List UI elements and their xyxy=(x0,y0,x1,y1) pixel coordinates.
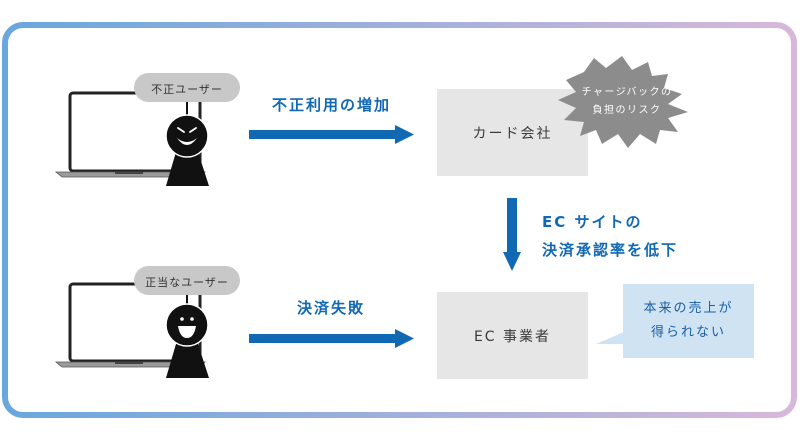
chargeback-burst-shape xyxy=(558,56,688,148)
legit-user-figure-icon xyxy=(165,303,209,378)
ec-business-box: EC 事業者 xyxy=(437,292,588,379)
arrow-fraud-to-card xyxy=(249,125,414,144)
arrow-legit-to-ec xyxy=(249,329,414,348)
fraud-user-label: 不正ユーザー xyxy=(151,83,223,96)
arrow-card-to-ec xyxy=(503,198,521,271)
chargeback-line-2: 負担のリスク xyxy=(592,105,662,116)
lost-sales-text: 本来の売上が 得られない xyxy=(623,297,754,345)
approval-rate-line-1: EC サイトの xyxy=(542,213,643,231)
approval-rate-line-2: 決済承認率を低下 xyxy=(542,241,679,259)
speech-bubble-legit xyxy=(134,266,240,308)
card-company-box: カード会社 xyxy=(437,89,588,176)
speech-bubble-fraud xyxy=(134,73,240,118)
fraud-user-figure-icon xyxy=(165,114,209,186)
ec-business-label: EC 事業者 xyxy=(473,328,552,345)
approval-rate-label: EC サイトの 決済承認率を低下 xyxy=(542,208,678,264)
legit-user-label: 正当なユーザー xyxy=(145,276,229,289)
card-company-box-bg xyxy=(437,89,588,176)
lost-sales-line-2: 得られない xyxy=(650,325,726,340)
lost-sales-callout-shape xyxy=(596,284,754,358)
outer-frame xyxy=(2,22,797,418)
laptop-icon xyxy=(54,91,206,178)
payment-failure-label: 決済失敗 xyxy=(297,299,366,317)
ec-business-box-bg xyxy=(437,292,588,379)
lost-sales-line-1: 本来の売上が xyxy=(643,301,734,316)
card-company-label: カード会社 xyxy=(472,125,553,142)
fraud-increase-label: 不正利用の増加 xyxy=(272,96,392,114)
chargeback-risk-text: チャージバックの 負担のリスク xyxy=(572,84,682,120)
chargeback-line-1: チャージバックの xyxy=(581,87,673,98)
